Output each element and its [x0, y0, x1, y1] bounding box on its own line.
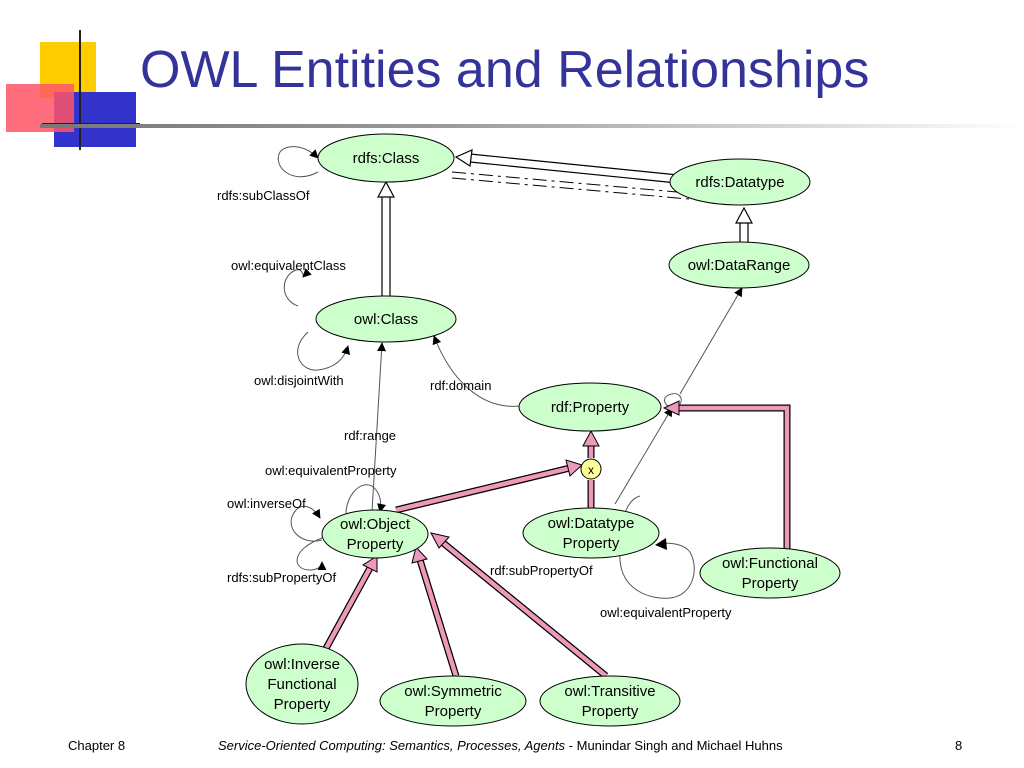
node-label-line: Property [742, 575, 799, 592]
label-subpropertyof-datatype: rdf:subPropertyOf [490, 563, 593, 578]
edge-subclassof-loop [277, 146, 319, 178]
node-label-line: rdfs:Class [353, 150, 420, 167]
label-equivalentclass: owl:equivalentClass [231, 258, 346, 273]
edge-objectproperty-to-junction [395, 459, 583, 514]
label-subpropertyof-object: rdfs:subPropertyOf [227, 570, 336, 585]
node-rdf-property[interactable]: rdf:Property [518, 382, 662, 432]
edge-datatype-to-rdfsclass [454, 149, 689, 185]
slide-logo-decoration [6, 30, 140, 150]
slide-title: OWL Entities and Relationships [140, 41, 870, 99]
edge-inverseof-loop [290, 505, 323, 542]
node-label-line: owl:Class [354, 311, 418, 328]
node-label-line: Property [582, 703, 639, 720]
junction-union: x [580, 458, 602, 480]
edge-subpropertyof-object-loop [296, 537, 327, 571]
node-label-line: Property [425, 703, 482, 720]
label-equivalentproperty-object: owl:equivalentProperty [265, 463, 397, 478]
node-rdfs-class[interactable]: rdfs:Class [317, 133, 455, 183]
node-label-line: Property [274, 696, 331, 713]
edge-transitive-to-objectproperty [430, 532, 609, 679]
node-label-line: rdf:Property [551, 399, 630, 416]
node-label-line: owl:Object [340, 516, 411, 533]
footer-citation: Service-Oriented Computing: Semantics, P… [218, 738, 783, 753]
node-label-line: owl:Datatype [548, 515, 635, 532]
node-label-line: Property [347, 536, 404, 553]
edge-junction-to-rdfproperty [582, 429, 600, 458]
edge-equivalentproperty-object-loop [345, 484, 386, 515]
edge-dashed-1 [451, 171, 701, 195]
node-label-line: owl:Transitive [564, 683, 655, 700]
footer-page-number: 8 [955, 738, 963, 753]
node-owl-datarange[interactable]: owl:DataRange [668, 241, 810, 289]
edge-owlclass-to-rdfsclass [377, 180, 395, 304]
label-equivalentproperty-datatype: owl:equivalentProperty [600, 605, 732, 620]
label-subclassof: rdfs:subClassOf [217, 188, 310, 203]
label-range: rdf:range [344, 428, 396, 443]
edge-datatype-property-range-upper [679, 287, 743, 395]
node-label-line: Property [563, 535, 620, 552]
node-label-line: owl:Functional [722, 555, 818, 572]
footer-book-title: Service-Oriented Computing: Semantics, P… [218, 738, 566, 753]
edge-functional-to-rdfproperty [662, 400, 791, 550]
svg-text:x: x [588, 463, 594, 477]
node-label-line: owl:DataRange [688, 257, 791, 274]
node-label-line: rdfs:Datatype [695, 174, 784, 191]
node-rdfs-datatype[interactable]: rdfs:Datatype [669, 158, 811, 206]
label-inverseof: owl:inverseOf [227, 496, 306, 511]
node-owl-class[interactable]: owl:Class [315, 295, 457, 343]
label-domain: rdf:domain [430, 378, 491, 393]
label-disjointwith: owl:disjointWith [254, 373, 344, 388]
footer-authors: - Munindar Singh and Michael Huhns [565, 738, 783, 753]
footer-chapter: Chapter 8 [68, 738, 126, 753]
edge-inversefunctional-to-objectproperty [320, 555, 378, 654]
node-label-line: Functional [267, 676, 336, 693]
node-label-line: owl:Symmetric [404, 683, 502, 700]
title-underline [40, 124, 1024, 128]
node-label-line: owl:Inverse [264, 656, 340, 673]
edge-range [371, 342, 387, 513]
edge-disjointwith-loop [297, 331, 351, 371]
edge-range-hop [664, 393, 682, 409]
edge-symmetric-to-objectproperty [411, 545, 460, 678]
edge-domain [432, 335, 521, 407]
edge-equivalentclass-loop [283, 268, 312, 307]
edge-datatype-property-range [614, 407, 673, 505]
